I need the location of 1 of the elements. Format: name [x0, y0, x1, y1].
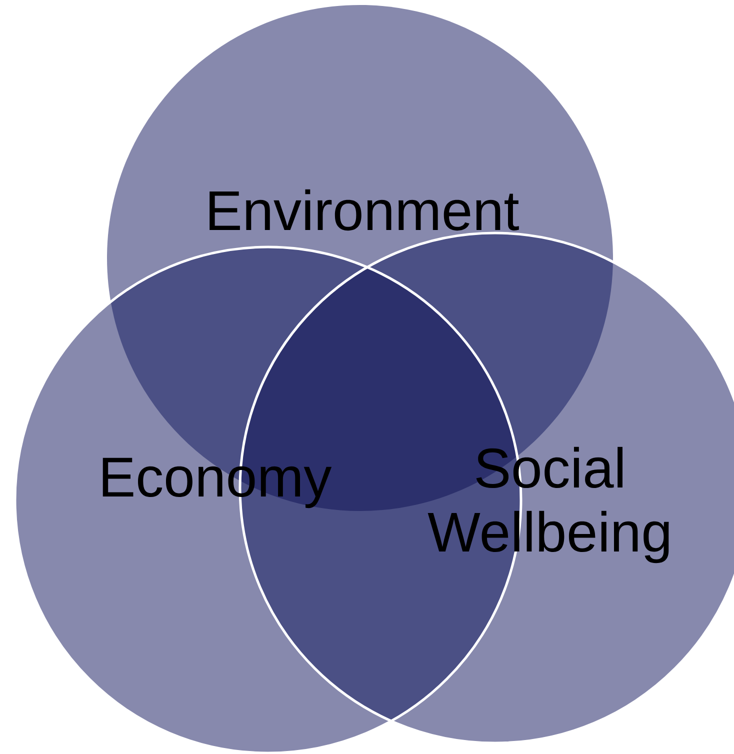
circle-label: Environment: [210, 189, 519, 231]
